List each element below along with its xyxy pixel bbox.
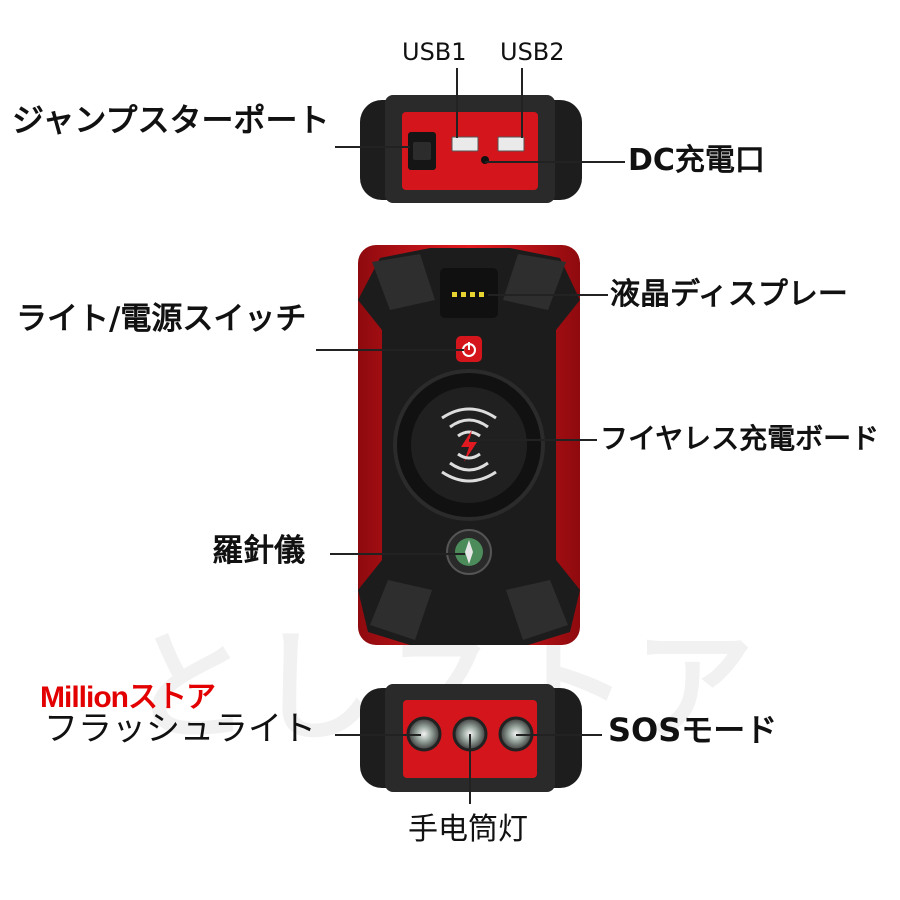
top-end-view bbox=[360, 95, 582, 203]
leader-dc-port bbox=[485, 161, 625, 163]
top-left-corner-shade bbox=[372, 254, 435, 310]
flashlight-cn-label: 手电筒灯 bbox=[408, 812, 528, 847]
leader-compass bbox=[330, 553, 465, 555]
top-right-corner-shade bbox=[503, 254, 566, 310]
usb2-port bbox=[497, 136, 525, 152]
usb1-label: USB1 bbox=[402, 38, 467, 66]
main-front-view bbox=[358, 245, 580, 645]
leader-flashlight-cn bbox=[469, 734, 471, 804]
compass-label: 羅針儀 bbox=[212, 533, 305, 569]
usb2-label: USB2 bbox=[500, 38, 565, 66]
bottom-end-view bbox=[360, 684, 582, 792]
leader-flashlight bbox=[335, 734, 421, 736]
usb1-port bbox=[451, 136, 479, 152]
leader-jump-port bbox=[335, 146, 410, 148]
light-switch-label: ライト/電源スイッチ bbox=[16, 301, 307, 337]
leader-sos bbox=[516, 734, 602, 736]
lightning-mark bbox=[461, 430, 477, 462]
dc-port-label: DC充電口 bbox=[628, 143, 765, 178]
leader-usb1 bbox=[456, 68, 458, 138]
sos-label: SOSモード bbox=[608, 711, 778, 749]
leader-light-switch bbox=[316, 349, 464, 351]
bottom-left-corner-shade bbox=[370, 580, 432, 640]
jump-port-inner bbox=[413, 142, 431, 160]
leader-lcd bbox=[488, 294, 608, 296]
flashlight-label: フラッシュライト bbox=[44, 709, 316, 749]
brand-label: Millionストア bbox=[40, 681, 216, 714]
lcd-label: 液晶ディスプレー bbox=[610, 277, 848, 312]
leader-wireless bbox=[469, 439, 597, 441]
leader-usb2 bbox=[521, 68, 523, 138]
jump-port-label: ジャンプスターポート bbox=[12, 101, 330, 139]
wireless-label: フイヤレス充電ボード bbox=[600, 422, 880, 455]
bottom-right-corner-shade bbox=[506, 580, 568, 640]
lcd-screen bbox=[440, 268, 498, 318]
